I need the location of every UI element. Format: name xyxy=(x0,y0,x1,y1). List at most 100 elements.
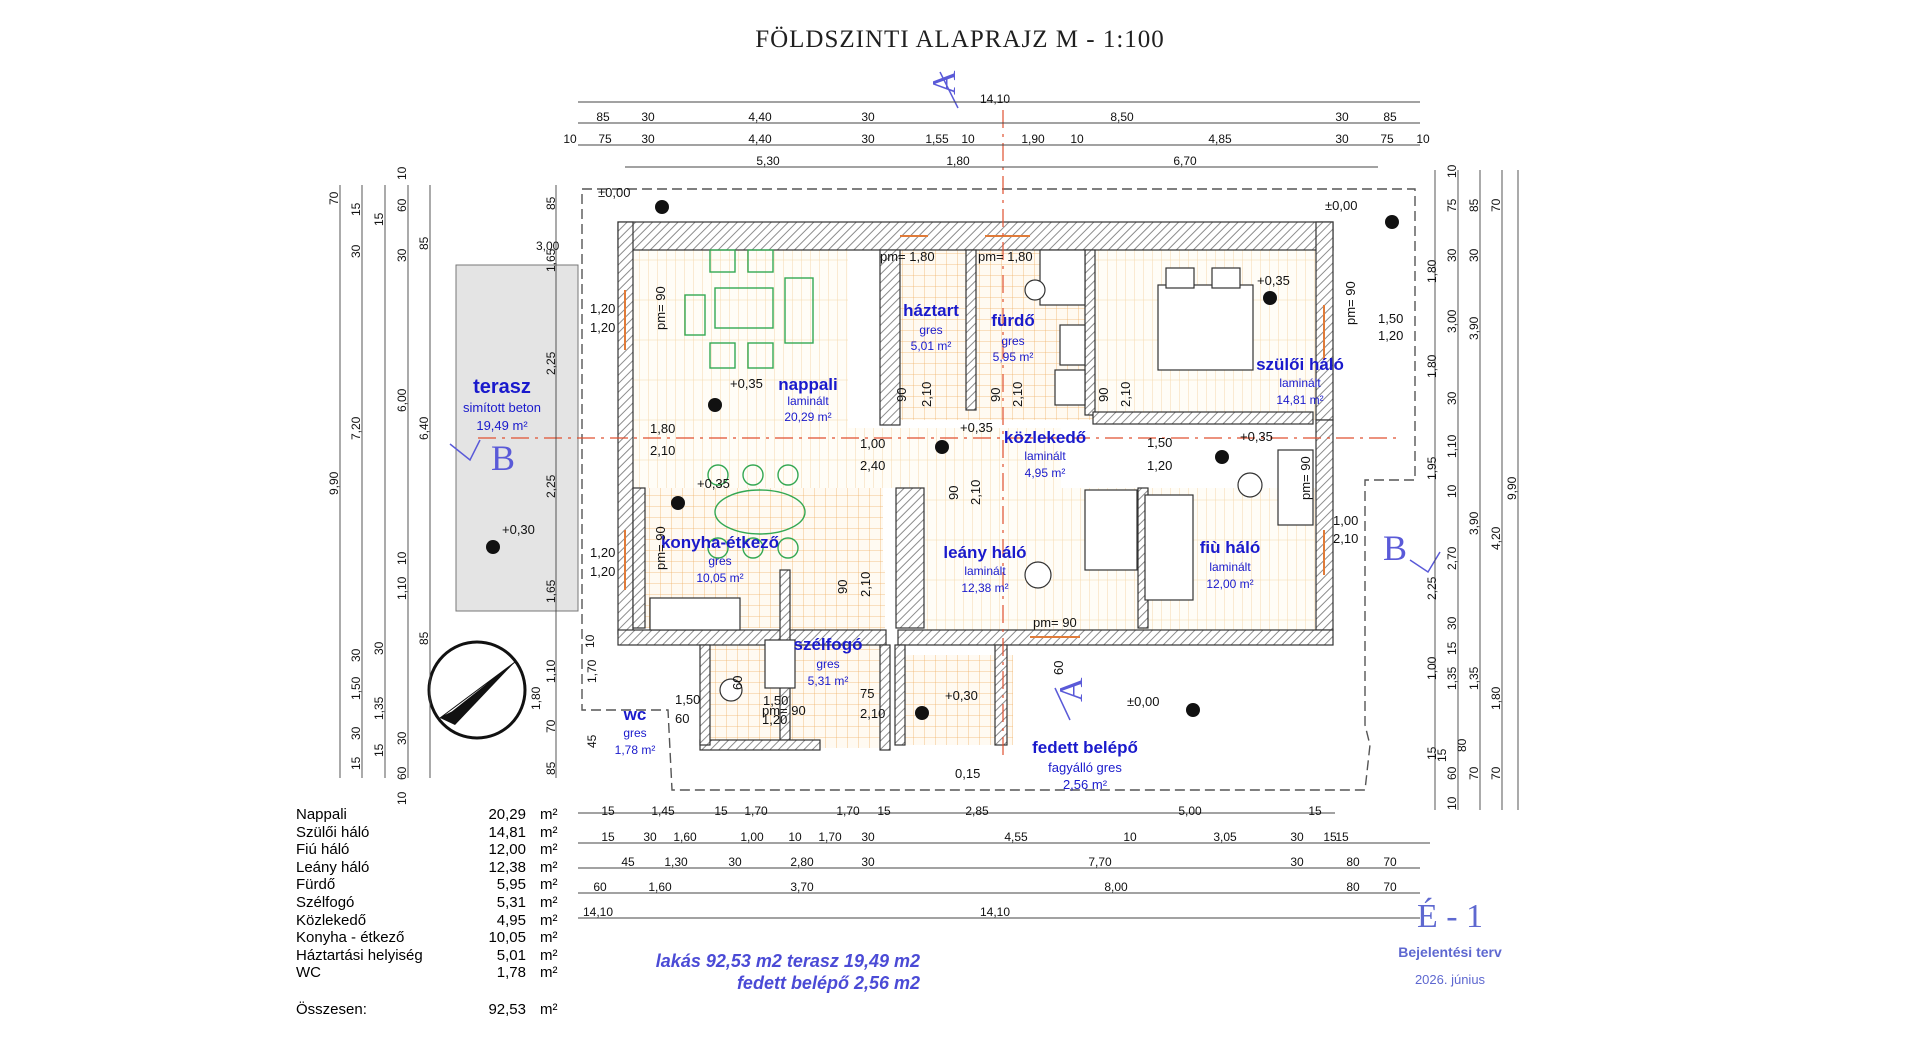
svg-text:14,10: 14,10 xyxy=(980,92,1010,106)
svg-text:1,35: 1,35 xyxy=(1467,666,1481,690)
svg-text:3,00: 3,00 xyxy=(1445,309,1459,333)
svg-text:1,65: 1,65 xyxy=(544,248,558,272)
svg-text:30: 30 xyxy=(1445,248,1459,262)
svg-text:2,56 m²: 2,56 m² xyxy=(1063,777,1108,792)
svg-text:3,05: 3,05 xyxy=(1213,830,1237,844)
svg-text:1,50: 1,50 xyxy=(1147,435,1172,450)
svg-text:pm= 90: pm= 90 xyxy=(1033,615,1077,630)
level-marker-icons xyxy=(486,200,1399,720)
svg-text:15: 15 xyxy=(349,756,363,770)
svg-text:1,80: 1,80 xyxy=(1425,354,1439,378)
svg-text:70: 70 xyxy=(1489,766,1503,780)
svg-text:10: 10 xyxy=(1445,796,1459,810)
svg-text:15: 15 xyxy=(714,804,728,818)
svg-text:6,70: 6,70 xyxy=(1173,154,1197,168)
svg-text:+0,35: +0,35 xyxy=(697,476,730,491)
svg-text:1,70: 1,70 xyxy=(818,830,842,844)
svg-text:4,40: 4,40 xyxy=(748,110,772,124)
svg-text:fürdő: fürdő xyxy=(991,311,1034,330)
svg-text:5,95 m²: 5,95 m² xyxy=(993,350,1034,364)
svg-text:30: 30 xyxy=(1445,391,1459,405)
svg-text:1,10: 1,10 xyxy=(395,576,409,600)
svg-text:75: 75 xyxy=(1445,198,1459,212)
svg-text:8,00: 8,00 xyxy=(1104,880,1128,894)
svg-text:30: 30 xyxy=(1335,110,1349,124)
svg-text:2,25: 2,25 xyxy=(544,351,558,375)
fixtures xyxy=(649,249,1314,702)
svg-text:9,90: 9,90 xyxy=(327,471,341,495)
sheet-code: É - 1 xyxy=(1416,898,1484,935)
svg-text:laminált: laminált xyxy=(1209,560,1251,574)
sheet-info: É - 1 Bejelentési terv 2026. június xyxy=(1360,898,1540,987)
svg-text:laminált: laminált xyxy=(1279,376,1321,390)
svg-text:1,80: 1,80 xyxy=(946,154,970,168)
svg-text:90: 90 xyxy=(946,486,961,500)
svg-text:+0,35: +0,35 xyxy=(1240,429,1273,444)
svg-text:3,90: 3,90 xyxy=(1467,511,1481,535)
svg-text:gres: gres xyxy=(919,323,942,337)
svg-text:1,20: 1,20 xyxy=(1378,328,1403,343)
svg-text:85: 85 xyxy=(544,761,558,775)
svg-text:1,35: 1,35 xyxy=(372,696,386,720)
svg-text:4,20: 4,20 xyxy=(1489,526,1503,550)
svg-text:1,20: 1,20 xyxy=(590,564,615,579)
svg-text:9,90: 9,90 xyxy=(1505,476,1519,500)
area-summary: lakás 92,53 m2 terasz 19,49 m2 fedett be… xyxy=(560,950,920,994)
svg-text:pm= 90: pm= 90 xyxy=(653,526,668,570)
svg-text:14,81 m²: 14,81 m² xyxy=(1276,393,1323,407)
svg-text:70: 70 xyxy=(1467,766,1481,780)
svg-text:7,20: 7,20 xyxy=(349,416,363,440)
svg-text:1,60: 1,60 xyxy=(673,830,697,844)
svg-text:szélfogó: szélfogó xyxy=(794,635,863,654)
svg-text:5,00: 5,00 xyxy=(1178,804,1202,818)
sheet-status: Bejelentési terv xyxy=(1398,944,1502,960)
svg-text:2,10: 2,10 xyxy=(860,706,885,721)
svg-text:5,31 m²: 5,31 m² xyxy=(808,674,849,688)
opening-dims: 1,20 1,20 1,80 2,10 1,00 2,40 1,20 1,20 … xyxy=(590,301,1403,781)
svg-text:10: 10 xyxy=(1445,164,1459,178)
svg-text:1,50: 1,50 xyxy=(1378,311,1403,326)
svg-text:30: 30 xyxy=(395,731,409,745)
svg-text:1,80: 1,80 xyxy=(1425,259,1439,283)
svg-text:±0,00: ±0,00 xyxy=(1127,694,1159,709)
section-marks: A A B B xyxy=(491,70,1407,702)
svg-text:pm= 1,80: pm= 1,80 xyxy=(880,249,935,264)
svg-text:10: 10 xyxy=(395,166,409,180)
svg-text:fagyálló gres: fagyálló gres xyxy=(1048,760,1122,775)
svg-text:±0,00: ±0,00 xyxy=(598,185,630,200)
svg-text:70: 70 xyxy=(1383,880,1397,894)
svg-text:85: 85 xyxy=(544,196,558,210)
svg-text:85: 85 xyxy=(596,110,610,124)
svg-text:2,10: 2,10 xyxy=(650,443,675,458)
svg-text:15: 15 xyxy=(372,743,386,757)
svg-text:10: 10 xyxy=(961,132,975,146)
svg-text:45: 45 xyxy=(585,734,599,748)
svg-text:60: 60 xyxy=(675,711,689,726)
svg-text:19,49 m²: 19,49 m² xyxy=(476,418,528,433)
svg-text:2,10: 2,10 xyxy=(968,480,983,505)
sheet-date: 2026. június xyxy=(1414,972,1486,987)
svg-text:5,01 m²: 5,01 m² xyxy=(911,339,952,353)
svg-text:75: 75 xyxy=(598,132,612,146)
svg-text:15: 15 xyxy=(877,804,891,818)
svg-text:85: 85 xyxy=(417,236,431,250)
right-dimensions: 10 75 30 1,80 1,80 1,95 2,25 1,00 1,35 1… xyxy=(1425,164,1519,810)
svg-text:3,90: 3,90 xyxy=(1467,316,1481,340)
svg-text:2,10: 2,10 xyxy=(1333,531,1358,546)
svg-text:30: 30 xyxy=(349,648,363,662)
summary-line-2: fedett belépő 2,56 m2 xyxy=(736,973,920,993)
